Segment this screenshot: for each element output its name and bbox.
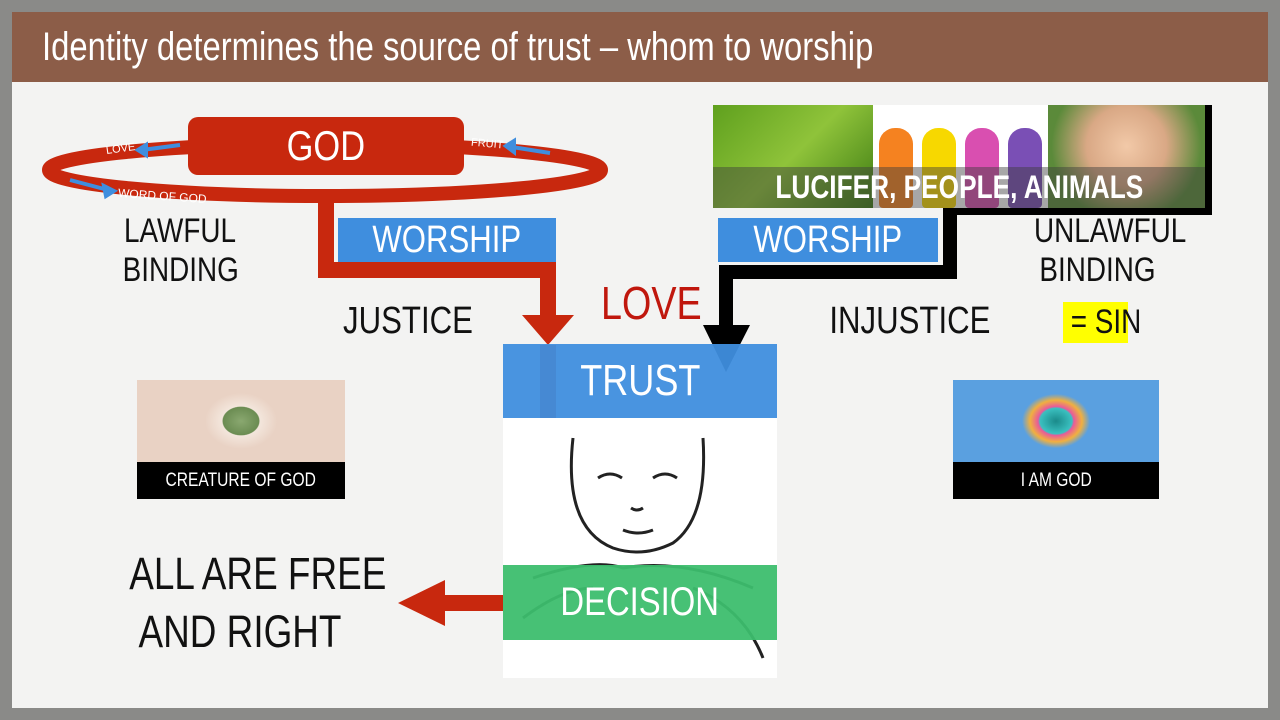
- injustice-label: INJUSTICE: [829, 300, 991, 342]
- justice-label: JUSTICE: [343, 300, 473, 342]
- slide-title: Identity determines the source of trust …: [12, 12, 1268, 82]
- trust-box: TRUST: [503, 344, 777, 418]
- person-figure-icon: [922, 128, 957, 208]
- free-and-right-line: AND RIGHT: [138, 606, 342, 657]
- ring-arrow-icons: [69, 137, 551, 200]
- unlawful-binding-line: UNLAWFUL: [1033, 212, 1187, 250]
- free-and-right-label: ALL ARE FREE AND RIGHT: [105, 545, 387, 661]
- banner-caption: LUCIFER, PEOPLE, ANIMALS: [713, 167, 1205, 208]
- god-box: GOD: [188, 117, 464, 175]
- lawful-binding-line: LAWFUL: [123, 212, 237, 250]
- unlawful-binding-line: BINDING: [1039, 251, 1156, 290]
- green-eye-image: [137, 380, 345, 462]
- worship-box-right: WORSHIP: [718, 218, 938, 262]
- worship-box-left: WORSHIP: [338, 218, 556, 262]
- justice-arrowhead: [522, 315, 574, 345]
- person-figure-icon: [879, 128, 914, 208]
- person-figure-icon: [1007, 128, 1042, 208]
- justice-path: [318, 195, 556, 318]
- serpent-image: [713, 105, 873, 208]
- love-label: LOVE: [601, 277, 702, 329]
- person-figure-icon: [964, 128, 999, 208]
- free-and-right-line: ALL ARE FREE: [129, 548, 387, 599]
- i-am-god-label: I AM GOD: [953, 462, 1159, 499]
- lucifer-people-animals-image: LUCIFER, PEOPLE, ANIMALS: [713, 105, 1205, 208]
- people-figures-image: [873, 105, 1048, 208]
- creature-of-god-label: CREATURE OF GOD: [137, 462, 345, 499]
- decision-box: DECISION: [503, 565, 777, 640]
- lawful-binding-line: BINDING: [122, 251, 239, 290]
- sin-highlight: = SIN: [1063, 302, 1141, 343]
- freedom-arrowhead: [398, 580, 445, 626]
- kitten-image: [1048, 105, 1205, 208]
- injustice-path: [719, 105, 1212, 330]
- colorful-eye-image: [953, 380, 1159, 462]
